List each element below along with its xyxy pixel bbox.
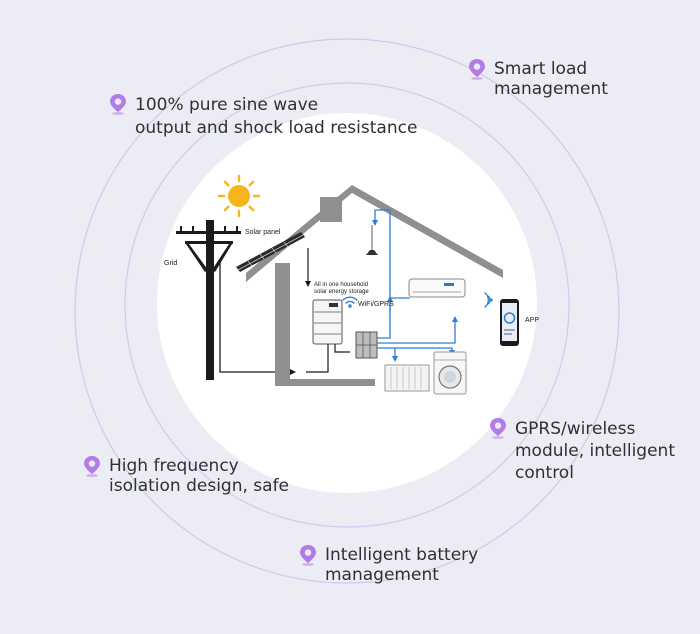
feature-text: High frequency isolation design, safe bbox=[109, 456, 290, 496]
flow-arrow-light bbox=[372, 220, 378, 226]
app-label: APP bbox=[525, 317, 540, 324]
air-conditioner-icon bbox=[408, 278, 466, 298]
feature-text: GPRS/wireless module, intelligent contro… bbox=[515, 419, 675, 483]
flow-arrow-ac bbox=[387, 296, 393, 302]
wifi-label: WiFi/GPRS bbox=[358, 301, 394, 308]
feature-isolation: High frequency isolation design, safe bbox=[82, 456, 289, 496]
grid-label: Grid bbox=[164, 260, 178, 267]
feature-smart-load: Smart load management bbox=[467, 59, 608, 99]
solar-panel-label: Solar panel bbox=[245, 229, 281, 236]
middle-ring bbox=[124, 82, 570, 528]
storage-unit-icon bbox=[312, 299, 343, 345]
location-pin-icon bbox=[469, 59, 485, 80]
washing-machine-icon bbox=[433, 351, 467, 395]
feature-gprs: GPRS/wireless module, intelligent contro… bbox=[488, 418, 675, 484]
storage-line bbox=[306, 344, 329, 373]
location-pin-icon bbox=[84, 456, 100, 477]
sun-icon bbox=[217, 174, 261, 218]
distribution-box-icon bbox=[355, 331, 378, 359]
feature-text: Intelligent battery management bbox=[325, 545, 479, 585]
feature-battery: Intelligent battery management bbox=[298, 545, 478, 585]
location-pin-icon bbox=[110, 94, 126, 115]
feature-text: 100% pure sine wave output and shock loa… bbox=[135, 95, 418, 138]
flow-arrow-radiator bbox=[392, 356, 398, 362]
power-flow-lines bbox=[374, 209, 456, 358]
house-diagram bbox=[176, 174, 519, 395]
signal-icon bbox=[484, 292, 493, 308]
feature-text: Smart load management bbox=[494, 59, 608, 99]
light-fixture-icon bbox=[366, 225, 378, 255]
outer-ring bbox=[74, 38, 620, 584]
grid-line bbox=[219, 262, 292, 373]
flow-arrow-washer bbox=[452, 316, 458, 322]
radiator-icon bbox=[384, 364, 430, 392]
house-icon bbox=[246, 185, 503, 386]
utility-pole-icon bbox=[176, 220, 241, 380]
grid-arrow bbox=[290, 369, 296, 375]
location-pin-icon bbox=[490, 418, 506, 439]
panel-arrow bbox=[305, 281, 311, 287]
storage-line-2 bbox=[334, 344, 350, 353]
wifi-icon bbox=[342, 296, 358, 308]
feature-sine-wave: 100% pure sine wave output and shock loa… bbox=[108, 94, 417, 140]
solar-panel-icon bbox=[236, 232, 305, 272]
location-pin-icon bbox=[300, 545, 316, 566]
storage-label: All in one household solar energy storag… bbox=[314, 282, 369, 295]
phone-app-icon bbox=[500, 299, 519, 346]
